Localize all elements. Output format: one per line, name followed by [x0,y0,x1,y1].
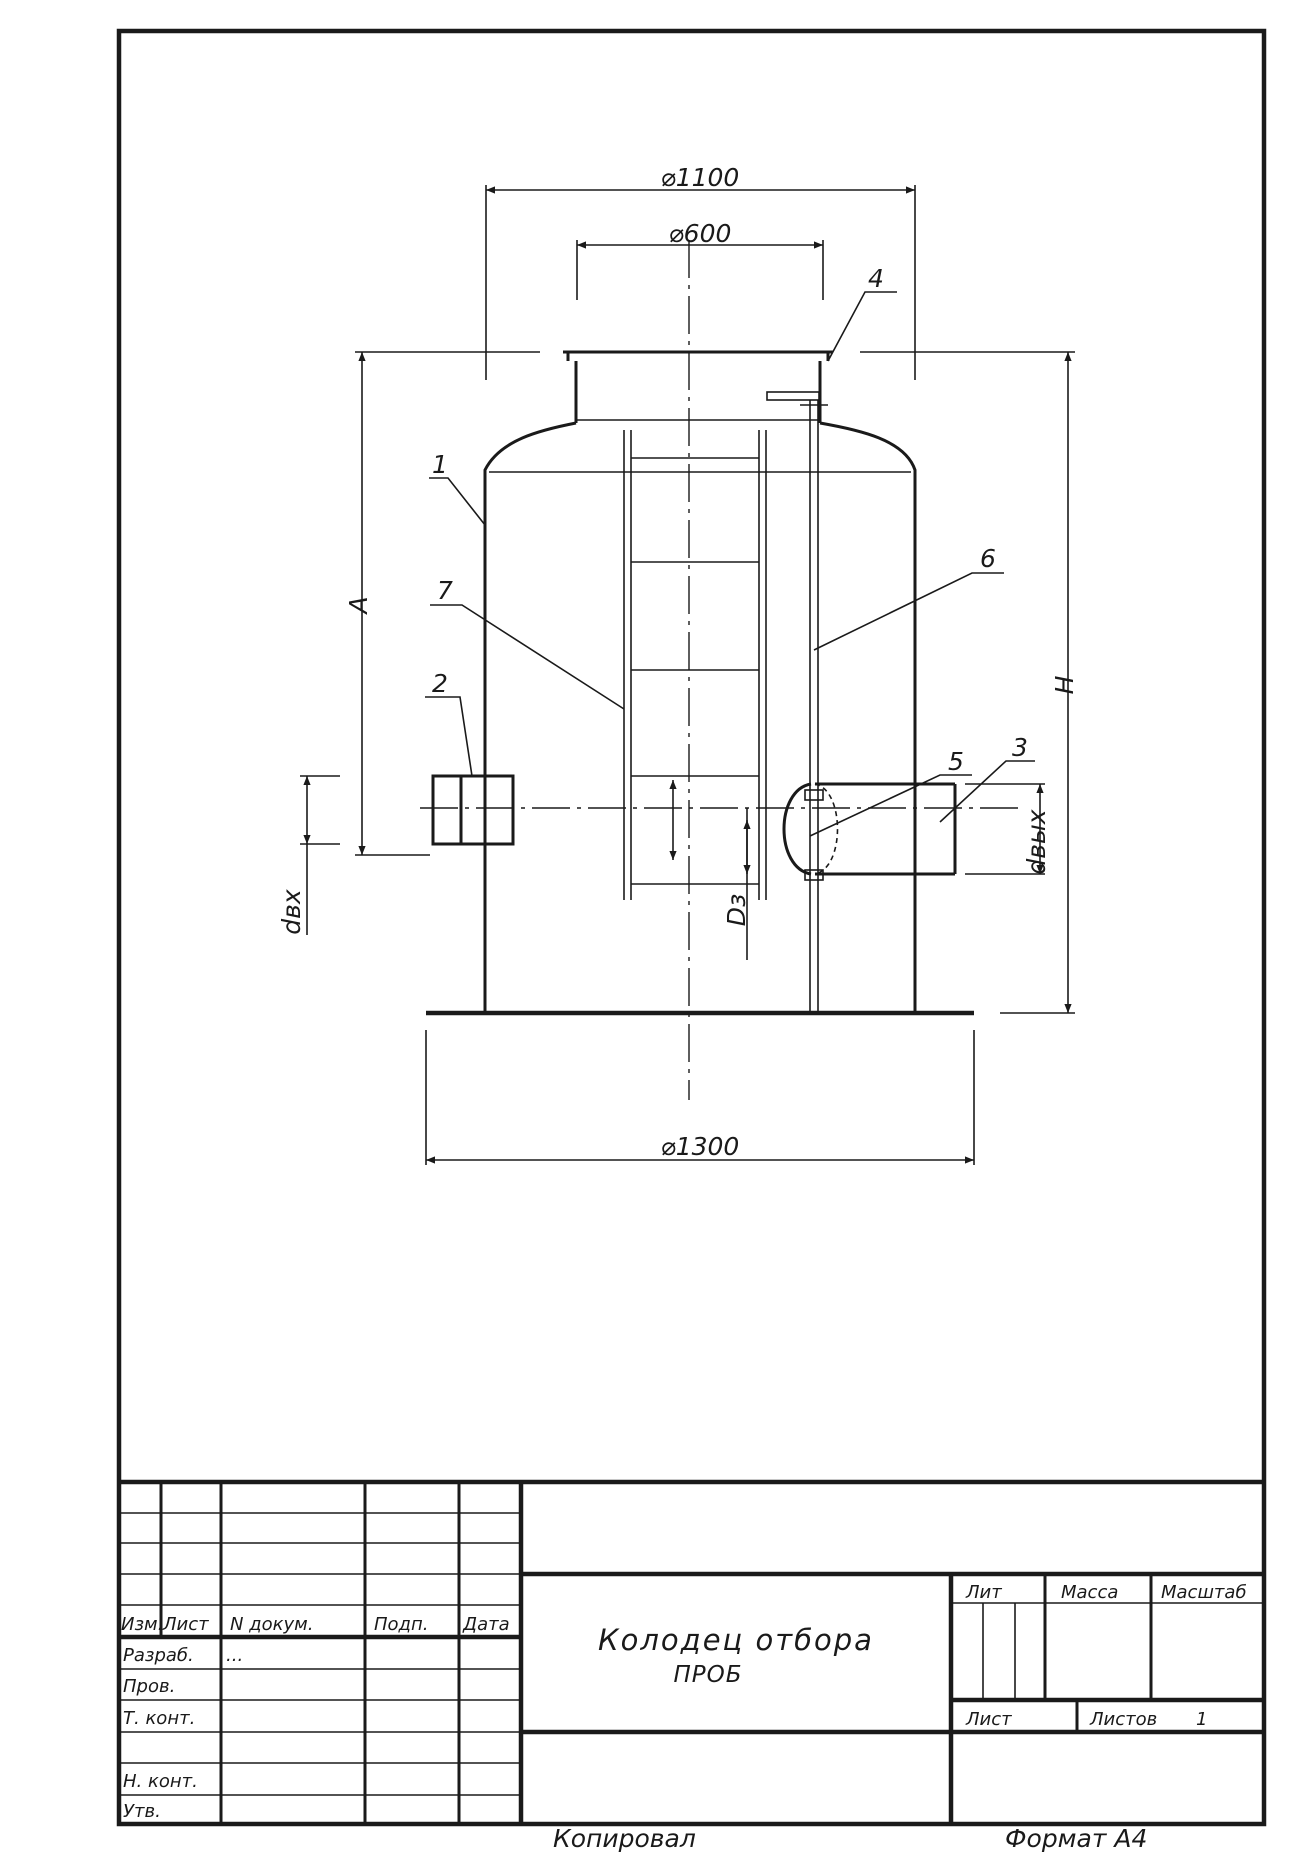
inlet-pipe [431,774,515,846]
header-n-dokum: N докум. [230,1614,313,1635]
callout-3-label: 3 [1012,733,1028,762]
row-utv: Утв. [123,1801,161,1822]
dim-d1100: ⌀1100 [485,163,916,380]
dim-d-valve: Dз [722,808,751,960]
callout-7-label: 7 [437,576,453,605]
masshtab-label: Масштаб [1161,1582,1247,1603]
dim-d1300-label: ⌀1300 [661,1132,740,1161]
header-list: Лист [162,1614,209,1635]
callout-1-label: 1 [432,450,448,479]
drawing-frame [116,28,1267,1827]
shoulder [483,421,917,1013]
callout-1: 1 [429,450,486,526]
callout-6-label: 6 [980,544,996,573]
callout-6: 6 [813,544,1004,651]
dim-height-a-label: A [344,596,373,615]
callout-3: 3 [939,733,1035,823]
callout-5: 5 [809,747,972,837]
dim-height-h: H [860,351,1079,1014]
dim-d1300: ⌀1300 [425,1030,975,1165]
dim-height-h-label: H [1050,675,1079,694]
dim-d-outlet: dвых [965,783,1051,875]
well-drawing: ⌀1100 ⌀600 ⌀1300 A H [277,163,1079,1165]
callout-7: 7 [430,576,625,710]
valve-rod [766,391,828,1015]
lit-label: Лит [965,1582,1002,1603]
dim-d-outlet-label: dвых [1022,809,1051,874]
dim-d1100-label: ⌀1100 [661,163,740,192]
razrab-mark: ... [226,1645,243,1666]
footer-kopiroval: Копировал [553,1824,696,1852]
row-n-kont: Н. конт. [123,1771,198,1792]
callout-4-label: 4 [868,264,884,293]
header-izm: Изм. [121,1614,163,1635]
massa-label: Масса [1061,1582,1118,1603]
dim-d-inlet-label: dвх [277,889,306,935]
footer-format: Формат А4 [1005,1824,1147,1852]
drawing-title-line2: ПРОБ [673,1662,742,1688]
dim-d-valve-label: Dз [722,894,751,927]
row-t-kont: Т. конт. [123,1708,195,1729]
ladder [623,430,767,900]
listov-value: 1 [1196,1709,1207,1730]
gate-valve [782,782,839,881]
header-podp: Подп. [374,1614,428,1635]
list-label: Лист [965,1709,1012,1730]
callout-2: 2 [425,669,473,777]
dim-height-a: A [344,351,540,856]
row-razrab: Разраб. [123,1645,194,1666]
header-data: Дата [462,1614,510,1635]
dim-d-inlet: dвх [277,775,340,935]
listov-label: Листов [1089,1709,1157,1730]
dim-d600-label: ⌀600 [669,219,732,248]
drawing-title-line1: Колодец отбора [598,1623,874,1657]
dim-d600: ⌀600 [576,219,824,300]
callout-5-label: 5 [948,747,964,776]
row-prov: Пров. [123,1676,175,1697]
neck [574,361,822,423]
title-block: Изм. Лист N докум. Подп. Дата Разраб. ..… [119,1479,1264,1824]
callout-2-label: 2 [432,669,448,698]
outlet-pipe [815,782,957,876]
callout-4: 4 [827,264,897,362]
